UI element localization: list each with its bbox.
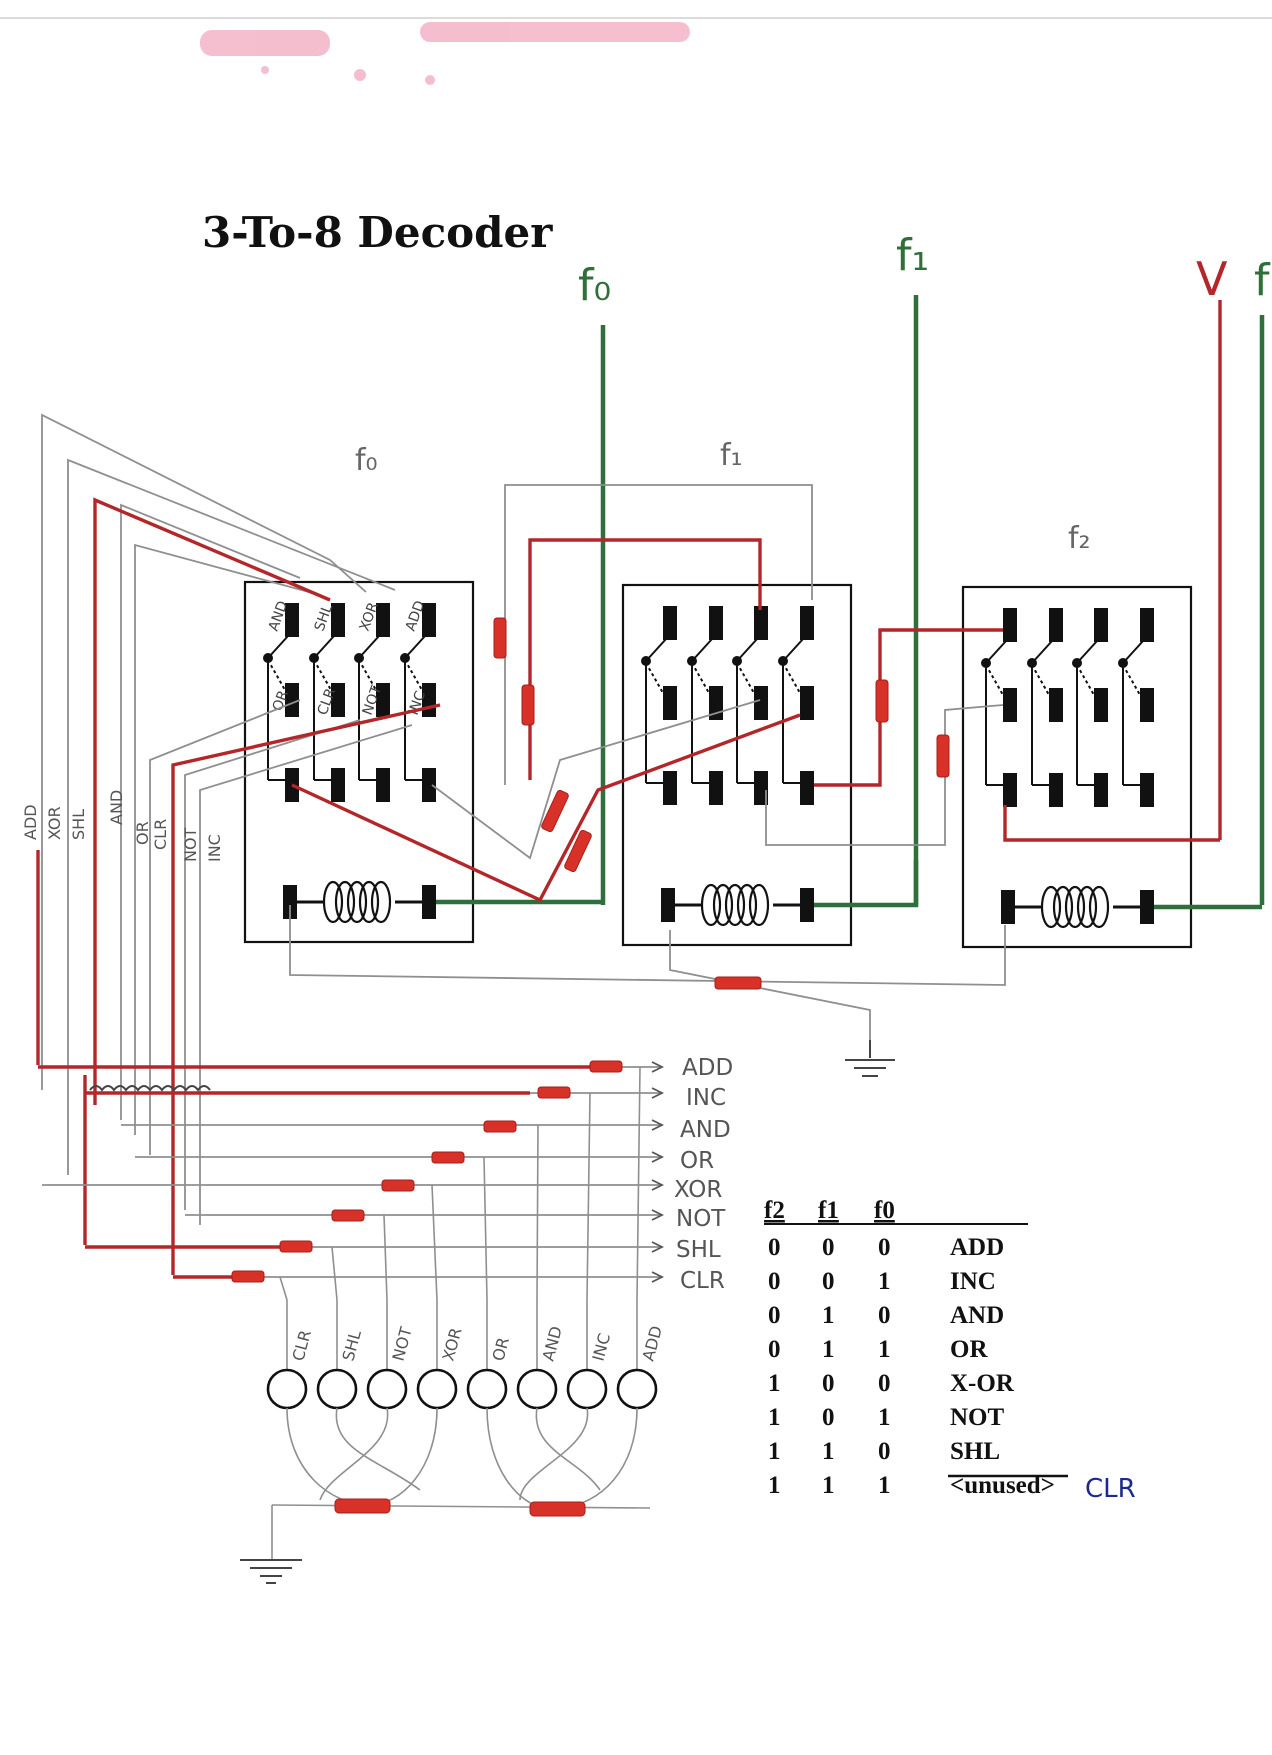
truth-table-bit: 0 — [878, 1302, 891, 1329]
output-arrows — [651, 1061, 665, 1283]
input-label-f0: f₀ — [578, 260, 611, 311]
grey-bus-wires — [41, 413, 1006, 1225]
output-label-or: OR — [680, 1148, 714, 1174]
coil-supply-wires — [436, 860, 1262, 910]
truth-table-bit: 0 — [878, 1438, 891, 1465]
bus-label-inc: INC — [205, 834, 224, 862]
lamp-label-shl: SHL — [339, 1328, 365, 1363]
output-label-inc: INC — [686, 1085, 726, 1111]
truth-table-bit: 1 — [878, 1336, 891, 1363]
truth-table-bit: 1 — [768, 1404, 781, 1431]
rail-diodes — [231, 1060, 623, 1283]
truth-table-bit: 1 — [878, 1472, 891, 1499]
truth-table-header-f0: f0 — [874, 1197, 895, 1224]
output-label-not: NOT — [676, 1206, 726, 1232]
truth-table-bit: 0 — [768, 1336, 781, 1363]
lamp-shl — [316, 1368, 358, 1410]
ground-symbol-top — [845, 1040, 895, 1077]
truth-table-bit: 1 — [822, 1336, 835, 1363]
clr-note: CLR — [1085, 1474, 1136, 1504]
truth-table-bit: 1 — [768, 1438, 781, 1465]
bus-label-add: ADD — [21, 804, 40, 840]
truth-table-bit: 1 — [822, 1438, 835, 1465]
truth-table-bit: 1 — [878, 1404, 891, 1431]
truth-table-op: OR — [950, 1336, 988, 1363]
truth-table-op: AND — [950, 1302, 1004, 1329]
lamp-or — [466, 1368, 508, 1410]
truth-table-bit: 0 — [768, 1234, 781, 1261]
lamp-label-clr: CLR — [289, 1328, 315, 1363]
truth-table-bit: 1 — [768, 1370, 781, 1397]
input-label-f1: f₁ — [896, 230, 929, 281]
lamp-not — [366, 1368, 408, 1410]
pink-smudge — [200, 22, 690, 85]
lamp-drops — [279, 1066, 641, 1370]
relay-f1-coil — [661, 883, 814, 927]
lamp-label-inc: INC — [589, 1331, 615, 1363]
truth-table-bit: 0 — [878, 1234, 891, 1261]
red-wires — [36, 497, 1220, 1275]
truth-table-header-f2: f2 — [764, 1197, 785, 1224]
lamp-label-not: NOT — [389, 1325, 416, 1363]
truth-table-bit: 0 — [822, 1370, 835, 1397]
page-title: 3-To-8 Decoder — [202, 208, 553, 257]
relay-label-f2: f₂ — [1068, 521, 1091, 556]
input-label-v: V — [1196, 252, 1228, 306]
relay-f0-coil — [283, 880, 436, 924]
output-rails — [38, 1065, 660, 1279]
relay-f2-coil — [1001, 885, 1154, 929]
bus-label-and: AND — [107, 790, 126, 825]
truth-table: f2 f1 f0 — [764, 1197, 1028, 1225]
truth-table-bit: 0 — [822, 1404, 835, 1431]
lamp-xor — [416, 1368, 458, 1410]
truth-table-bit: 0 — [768, 1302, 781, 1329]
ground-symbol-bottom — [240, 1559, 302, 1584]
bus-label-clr: CLR — [151, 819, 170, 850]
bus-label-or: OR — [133, 821, 152, 845]
lamp-label-xor: XOR — [439, 1326, 466, 1363]
output-label-xor: XOR — [674, 1177, 722, 1203]
truth-table-bit: 1 — [768, 1472, 781, 1499]
lamp-row: CLR SHL NOT XOR OR AND INC ADD — [240, 1324, 667, 1584]
relay-f0-contact-or: OR — [270, 688, 292, 713]
truth-table-bit: 1 — [822, 1472, 835, 1499]
relay-f0: AND SHL XOR ADD OR CLR NOT INC — [243, 580, 475, 944]
truth-table-bit: 1 — [878, 1268, 891, 1295]
lamp-label-or: OR — [489, 1335, 513, 1363]
relay-label-f1: f₁ — [720, 438, 743, 473]
truth-table-header-f1: f1 — [818, 1197, 839, 1224]
truth-table-bit: 0 — [878, 1370, 891, 1397]
relay-f1 — [621, 583, 853, 947]
output-label-shl: SHL — [676, 1237, 721, 1263]
bus-label-not: NOT — [181, 827, 200, 862]
input-label-f2-partial: f — [1254, 255, 1271, 306]
truth-table-bit: 1 — [822, 1302, 835, 1329]
truth-table-op: ADD — [950, 1234, 1004, 1261]
input-wires — [600, 295, 1265, 905]
truth-table-bit: 0 — [768, 1268, 781, 1295]
truth-table-op: SHL — [950, 1438, 1000, 1465]
truth-table-bit: 0 — [822, 1268, 835, 1295]
truth-table-op: X-OR — [950, 1370, 1015, 1397]
relay-f2 — [961, 585, 1193, 949]
output-label-add: ADD — [682, 1055, 733, 1081]
truth-table-op: NOT — [950, 1404, 1005, 1431]
diode-marks — [493, 617, 950, 990]
bus-label-shl: SHL — [69, 809, 88, 840]
bus-label-xor: XOR — [45, 806, 64, 840]
lamp-add — [616, 1368, 658, 1410]
lamp-label-and: AND — [539, 1324, 566, 1363]
lamp-clr — [266, 1368, 308, 1410]
truth-table-op: INC — [950, 1268, 996, 1295]
output-label-clr: CLR — [680, 1268, 725, 1294]
lamp-inc — [566, 1368, 608, 1410]
lamp-label-add: ADD — [639, 1324, 667, 1363]
truth-table-bit: 0 — [822, 1234, 835, 1261]
lamp-and — [516, 1368, 558, 1410]
output-label-and: AND — [680, 1117, 731, 1143]
relay-label-f0: f₀ — [355, 443, 378, 478]
